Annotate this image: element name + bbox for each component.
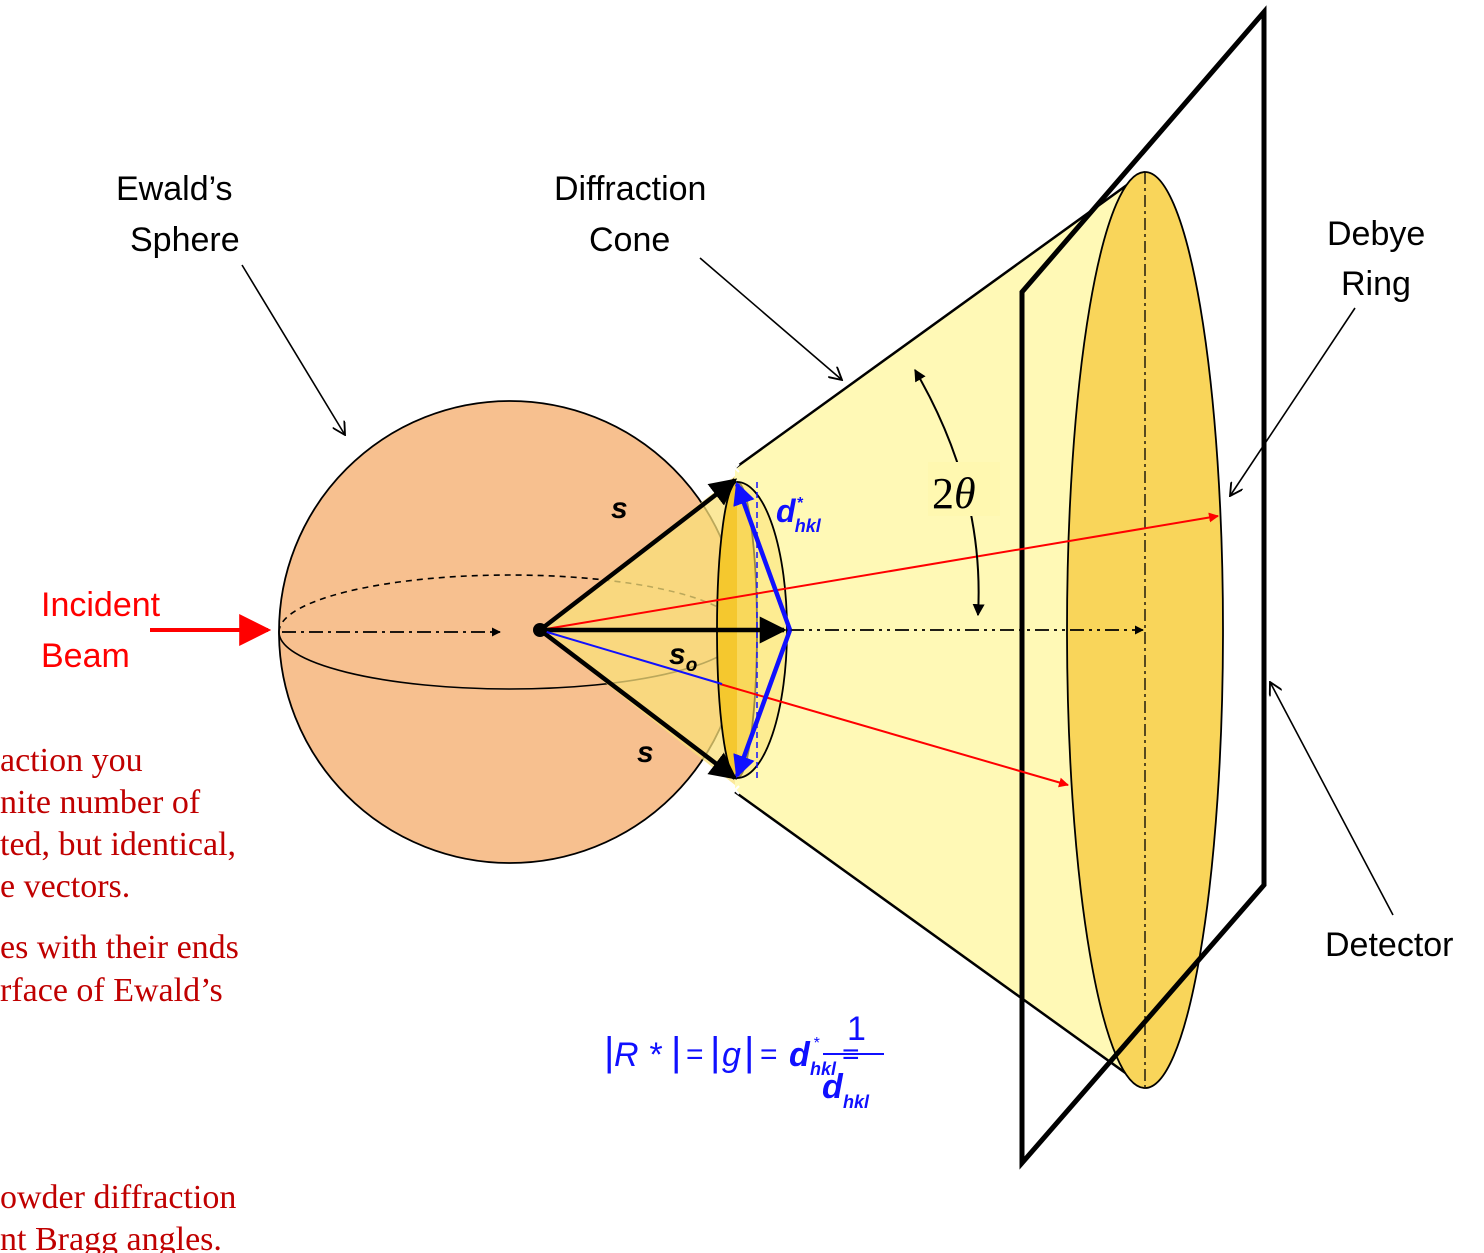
cone-label-line2: Cone <box>589 221 670 259</box>
svg-text:|: | <box>604 1030 614 1074</box>
equation: | R * | = | g | = d * hkl = 1 d hkl <box>604 1010 884 1112</box>
detector-plane <box>1019 5 1267 1170</box>
sphere-center <box>533 623 547 637</box>
note-line-4: e vectors. <box>0 868 130 905</box>
diffracted-ray-upper <box>539 512 1219 631</box>
svg-text:g: g <box>722 1036 741 1074</box>
svg-text:|: | <box>671 1030 681 1074</box>
vector-s-lower <box>538 628 738 780</box>
cone-edge-bottom <box>734 790 1146 1089</box>
debye-label-line1: Debye <box>1327 215 1425 253</box>
blue-thin-line <box>539 629 723 685</box>
detector-pointer <box>1270 682 1394 916</box>
note-line-6: rface of Ewald’s <box>0 972 223 1009</box>
ewald-pointer <box>241 264 345 435</box>
detector-label: Detector <box>1325 926 1454 964</box>
cone-label-line1: Diffraction <box>554 170 706 208</box>
note-line-8: nt Bragg angles. <box>0 1221 222 1253</box>
apex-top-mark <box>730 463 740 473</box>
vector-d-upper <box>733 481 793 631</box>
ewald-label-line1: Ewald’s <box>116 170 233 208</box>
s-upper-label: s <box>611 492 628 525</box>
svg-text:d: d <box>789 1036 811 1074</box>
svg-text:|: | <box>744 1030 754 1074</box>
apex-bottom-mark <box>730 785 740 795</box>
incident-label-line2: Beam <box>41 637 130 675</box>
two-theta-label-bg <box>928 462 1000 516</box>
cone-edge-top <box>734 170 1146 470</box>
svg-text:|: | <box>710 1030 720 1074</box>
two-theta-label: 2θ <box>932 469 976 518</box>
diffracted-ray-lower <box>719 683 1069 788</box>
vector-d-lower <box>733 629 793 779</box>
d-hkl-label: d*hkl <box>776 493 822 536</box>
note-line-1: action you <box>0 742 143 779</box>
s0-label: so <box>669 638 697 676</box>
debye-pointer <box>1230 307 1356 496</box>
note-line-7: owder diffraction <box>0 1179 236 1216</box>
incident-label-line1: Incident <box>41 586 161 624</box>
svg-text:=: = <box>686 1038 704 1071</box>
svg-text:hkl: hkl <box>810 1059 837 1079</box>
svg-text:d: d <box>822 1068 844 1106</box>
note-line-2: nite number of <box>0 784 201 821</box>
ewald-label-line2: Sphere <box>130 221 240 259</box>
svg-text:*: * <box>813 1035 820 1052</box>
svg-text:1: 1 <box>847 1010 866 1048</box>
svg-text:=: = <box>760 1038 778 1071</box>
s-lower-label: s <box>637 736 654 769</box>
svg-text:hkl: hkl <box>843 1092 870 1112</box>
note-line-3: ted, but identical, <box>0 826 236 863</box>
svg-text:R *: R * <box>614 1036 663 1074</box>
note-line-5: es with their ends <box>0 929 239 966</box>
cone-pointer <box>699 257 842 380</box>
debye-label-line2: Ring <box>1341 265 1411 303</box>
vector-s-upper <box>538 478 738 632</box>
